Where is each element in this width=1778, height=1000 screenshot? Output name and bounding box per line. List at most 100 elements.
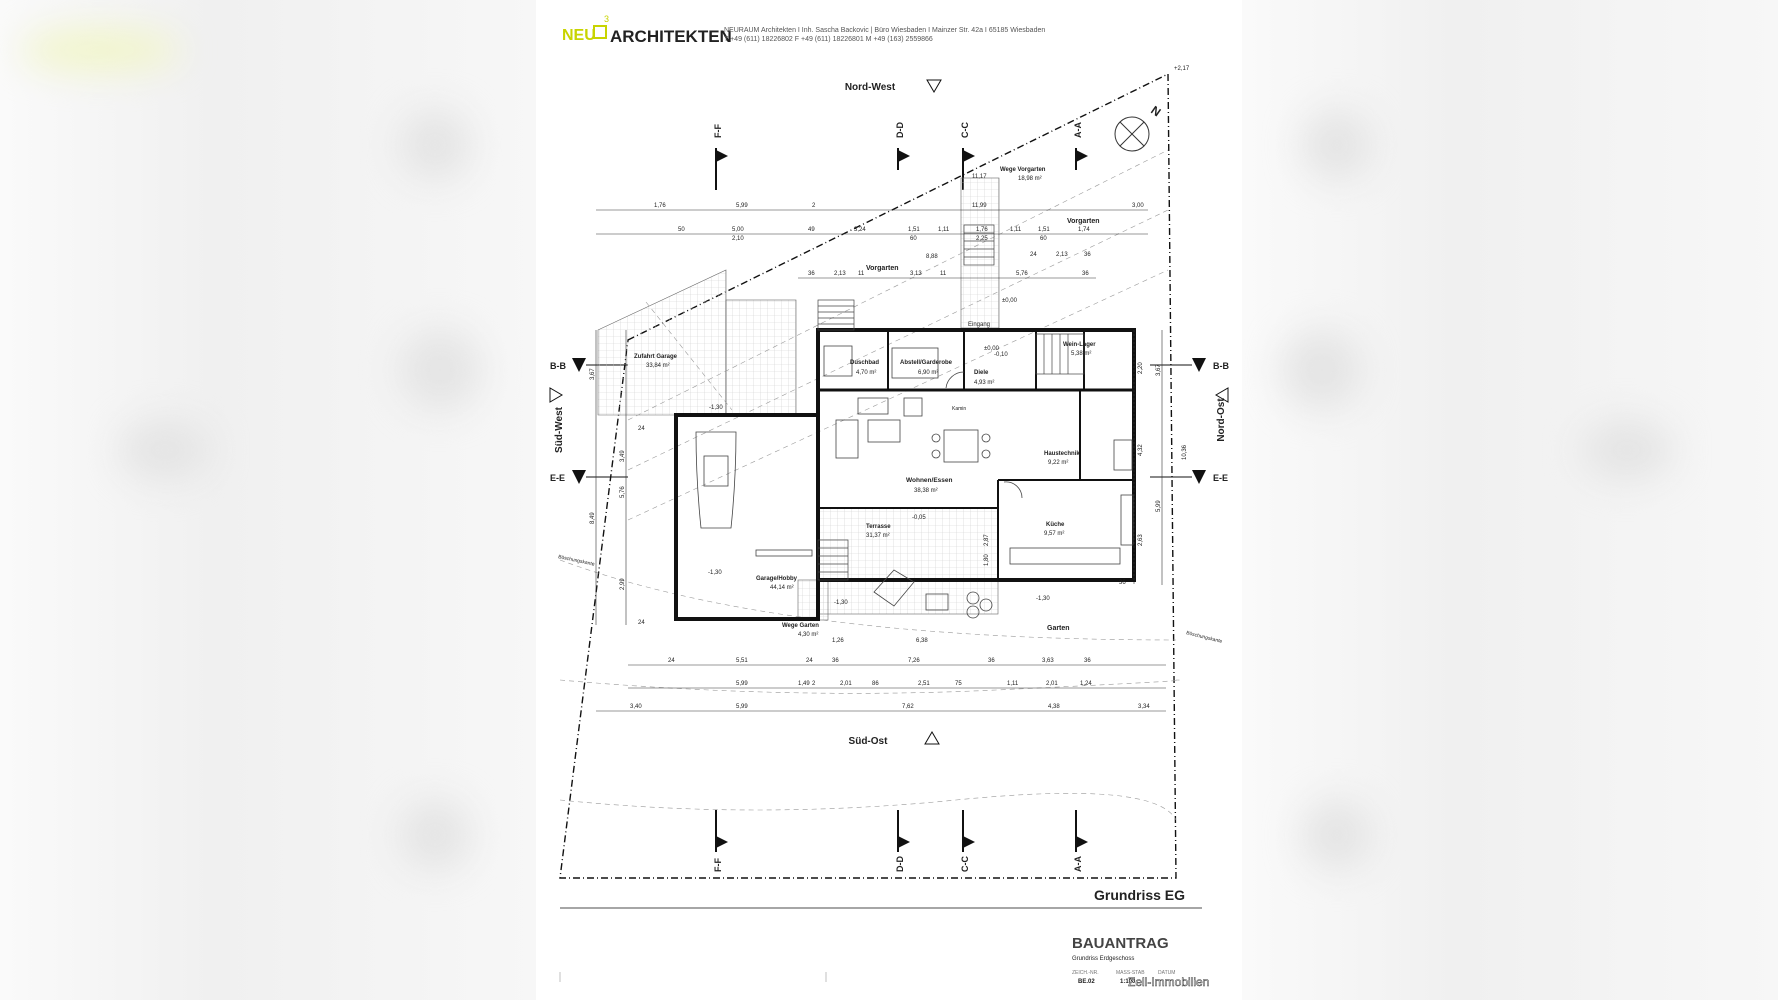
scale-value: 1:100 <box>1120 979 1136 985</box>
triangle-icon <box>926 79 942 93</box>
svg-text:-0,10: -0,10 <box>994 352 1008 358</box>
svg-text:2,20: 2,20 <box>1138 362 1144 374</box>
svg-text:3,34: 3,34 <box>1138 704 1150 710</box>
svg-text:1,11: 1,11 <box>1007 681 1019 687</box>
svg-text:24: 24 <box>638 620 645 626</box>
plot-boundary <box>559 72 1177 879</box>
svg-text:24: 24 <box>638 426 645 432</box>
svg-text:3,40: 3,40 <box>630 704 642 710</box>
room-label-vorgarten-west: Vorgarten <box>866 265 899 272</box>
svg-text:1,51: 1,51 <box>908 227 920 233</box>
floor-plan-sheet: NEU 3 ARCHITEKTEN NEURAUM Architekten I … <box>536 0 1242 1000</box>
drawing-number-value: BE.02 <box>1078 979 1095 985</box>
dimensions-left: 3,67 3,49 5,76 8,49 2,99 24 24 <box>590 368 645 626</box>
room-label-duschbad: Duschbad <box>850 360 879 366</box>
svg-text:3,63: 3,63 <box>1042 658 1054 664</box>
dimensions-bottom: 24 5,51 24 36 7,26 36 3,63 36 5,99 2 1,4… <box>630 658 1150 710</box>
svg-text:N: N <box>1148 103 1163 119</box>
svg-text:11,17: 11,17 <box>972 174 987 180</box>
label-boeschungskante-east: Böschungskante <box>1186 630 1224 645</box>
svg-text:-1,30: -1,30 <box>1036 596 1050 602</box>
svg-text:B-B: B-B <box>1213 361 1229 371</box>
svg-text:-1,30: -1,30 <box>834 600 848 606</box>
svg-text:F-F: F-F <box>713 124 723 138</box>
dimension-lines <box>595 209 1166 712</box>
room-area-wein-lager: 5,38 m² <box>1071 351 1091 357</box>
svg-text:A-A: A-A <box>1073 856 1083 872</box>
svg-text:-1,30: -1,30 <box>709 405 723 411</box>
svg-text:1,24: 1,24 <box>1080 681 1092 687</box>
svg-text:5,76: 5,76 <box>620 486 626 498</box>
triangle-icon <box>1215 387 1229 403</box>
room-labels: Wege Vorgarten 18,98 m² Vorgarten Vorgar… <box>558 167 1223 645</box>
triangle-icon <box>924 731 940 745</box>
room-area-garage-hobby: 44,14 m² <box>770 585 794 591</box>
svg-text:5,99: 5,99 <box>736 704 748 710</box>
svg-text:6,38: 6,38 <box>916 638 928 644</box>
svg-text:2: 2 <box>812 681 816 687</box>
svg-text:60: 60 <box>910 236 917 242</box>
svg-text:-0,05: -0,05 <box>912 515 926 521</box>
svg-text:3,24: 3,24 <box>854 227 866 233</box>
svg-text:2,01: 2,01 <box>1046 681 1058 687</box>
svg-text:B-B: B-B <box>550 361 566 371</box>
orientation-south-west: Süd-West <box>554 406 565 453</box>
svg-text:49: 49 <box>808 227 815 233</box>
room-area-duschbad: 4,70 m² <box>856 370 876 376</box>
svg-text:50: 50 <box>678 227 685 233</box>
svg-text:-1,30: -1,30 <box>708 570 722 576</box>
svg-text:D-D: D-D <box>895 122 905 138</box>
section-markers-side: B-B E-E B-B E-E <box>550 358 1229 484</box>
orientation-north-east: Nord-Ost <box>1216 398 1227 442</box>
driveway-paving <box>597 269 727 416</box>
orientation-south-east: Süd-Ost <box>849 736 889 747</box>
svg-text:C-C: C-C <box>960 122 970 138</box>
svg-text:2,10: 2,10 <box>732 236 744 242</box>
svg-text:75: 75 <box>955 681 962 687</box>
svg-text:5,99: 5,99 <box>1156 500 1162 512</box>
svg-text:1,80: 1,80 <box>984 554 990 566</box>
svg-text:36: 36 <box>988 658 995 664</box>
label-kamin: Kamin <box>952 406 966 412</box>
svg-text:1,26: 1,26 <box>832 638 844 644</box>
svg-text:E-E: E-E <box>550 473 565 483</box>
svg-text:2,99: 2,99 <box>620 578 626 590</box>
room-label-wein-lager: Wein-Lager <box>1063 342 1096 348</box>
room-label-zufahrt-garage: Zufahrt Garage <box>634 354 678 360</box>
room-area-kueche: 9,57 m² <box>1044 531 1064 537</box>
floor-plan-drawing: NEU 3 ARCHITEKTEN NEURAUM Architekten I … <box>549 14 1229 989</box>
section-markers-top: F-F D-D C-C A-A <box>713 122 1088 190</box>
architect-logo: NEU 3 ARCHITEKTEN <box>562 14 732 46</box>
room-area-zufahrt-garage: 33,84 m² <box>646 363 670 369</box>
logo-architekten: ARCHITEKTEN <box>610 27 732 46</box>
furniture <box>695 345 1134 619</box>
front-path-paving <box>960 177 1000 329</box>
svg-text:4,32: 4,32 <box>1138 444 1144 456</box>
svg-text:10,36: 10,36 <box>1182 444 1188 460</box>
svg-text:1,74: 1,74 <box>1078 227 1090 233</box>
address-line-2: T +49 (611) 18226802 F +49 (611) 1822680… <box>724 36 933 43</box>
svg-text:2,63: 2,63 <box>1138 534 1144 546</box>
svg-text:E-E: E-E <box>1213 473 1228 483</box>
svg-text:5,99: 5,99 <box>736 203 748 209</box>
stage-label: BAUANTRAG <box>1072 935 1169 952</box>
room-label-wege-garten: Wege Garten <box>782 623 819 629</box>
svg-text:C-C: C-C <box>960 856 970 872</box>
svg-text:5,00: 5,00 <box>732 227 744 233</box>
svg-text:5,51: 5,51 <box>736 658 748 664</box>
room-area-wege-garten: 4,30 m² <box>798 632 818 638</box>
svg-text:1,76: 1,76 <box>976 227 988 233</box>
section-markers-bottom: F-F D-D C-C A-A <box>713 810 1088 872</box>
svg-text:±0,00: ±0,00 <box>1002 298 1018 304</box>
svg-text:D-D: D-D <box>895 856 905 872</box>
room-label-abstell-garderobe: Abstell/Garderobe <box>900 360 953 366</box>
svg-text:2,01: 2,01 <box>840 681 852 687</box>
room-area-wege-vorgarten: 18,98 m² <box>1018 176 1042 182</box>
svg-text:7,62: 7,62 <box>902 704 914 710</box>
room-label-terrasse: Terrasse <box>866 524 891 530</box>
svg-text:3,67: 3,67 <box>590 368 596 380</box>
driveway-paving-2 <box>725 299 797 416</box>
svg-text:A-A: A-A <box>1073 122 1083 138</box>
scale-label: MASS-STAB <box>1116 970 1145 976</box>
svg-text:36: 36 <box>1082 271 1089 277</box>
